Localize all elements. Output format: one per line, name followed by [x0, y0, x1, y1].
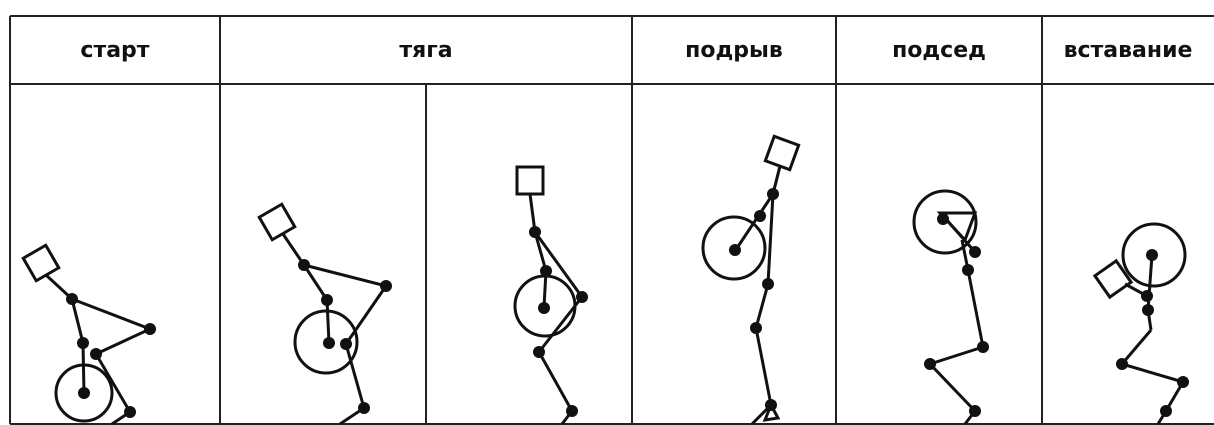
header-pull: тяга — [399, 37, 453, 63]
figure-squat — [912, 189, 989, 425]
figure-standing — [1092, 222, 1189, 425]
figure-pull-2 — [513, 165, 588, 425]
figure-pull-1 — [257, 202, 392, 425]
header-explosion: подрыв — [685, 37, 783, 63]
header-standing: вставание — [1063, 37, 1193, 63]
figure-start — [21, 243, 156, 425]
figure-explosion — [701, 134, 801, 425]
header-start: старт — [80, 37, 150, 63]
table-grid — [9, 15, 1214, 425]
header-squat: подсед — [892, 37, 986, 63]
